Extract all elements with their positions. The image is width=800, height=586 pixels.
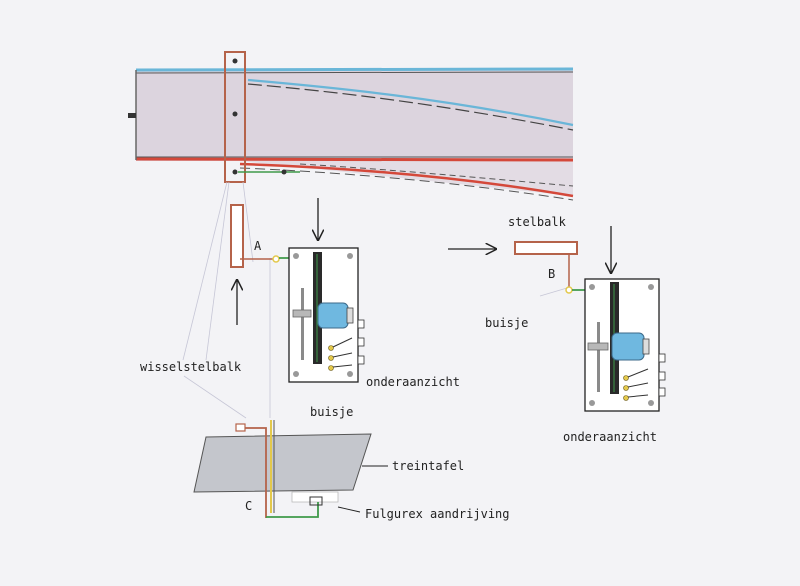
drive-terminal-bottom (658, 387, 666, 397)
label-a: A (254, 239, 262, 253)
drive-worm-gear (587, 342, 609, 351)
throw-rod-pin (281, 169, 287, 175)
drive-motor-cap (642, 338, 650, 355)
arrows (237, 198, 611, 513)
fulgurex-drive-left (288, 247, 365, 383)
guide-line (183, 375, 247, 419)
diverging-track-bed (240, 161, 573, 196)
drive-corner-screw (589, 284, 595, 290)
drive-terminal-top (658, 353, 666, 363)
drive-switch-arm (332, 337, 353, 348)
drive-corner-screw (648, 284, 654, 290)
throw-bar-pin-middle (232, 111, 238, 117)
track-end-stub (128, 113, 136, 118)
throw-bar-pin-bottom (232, 169, 238, 175)
throw-bar (224, 51, 246, 183)
drive-motor (317, 302, 349, 329)
label-onderaanzicht-right: onderaanzicht (563, 430, 657, 444)
rail-straight-top-dark (135, 71, 574, 74)
switch-blade-upper (247, 78, 574, 127)
view-c (193, 420, 372, 518)
guide-line (539, 287, 568, 297)
drive-terminal-bottom (357, 355, 365, 365)
drive-contact (328, 355, 334, 361)
drive-switch-arm (627, 368, 649, 378)
drive-corner-screw (293, 253, 299, 259)
drive-contact (623, 375, 629, 381)
rail-straight-bottom (135, 157, 574, 162)
drive-contact (623, 395, 629, 401)
guide-lines (182, 181, 568, 419)
label-buisje-right: buisje (485, 316, 529, 330)
label-wisselstelbalk: wisselstelbalk (140, 360, 242, 374)
switch-blade-upper-dark (247, 83, 574, 131)
guide-line (242, 181, 254, 263)
label-aandrijving: Fulgurex aandrijving (365, 507, 510, 521)
label-treintafel: treintafel (392, 459, 465, 473)
drive-contact (328, 365, 334, 371)
track-bed (136, 69, 573, 161)
label-onderaanzicht-left: onderaanzicht (366, 375, 460, 389)
drive-switch-arm (332, 352, 353, 358)
label-stelbalk: stelbalk (508, 215, 566, 229)
leader-aandrijving (337, 506, 361, 513)
drive-corner-screw (589, 400, 595, 406)
guide-line (205, 181, 230, 361)
drive-corner-screw (347, 371, 353, 377)
drive-corner-screw (293, 371, 299, 377)
guide-line (182, 181, 228, 361)
drive-bracket (309, 496, 323, 506)
label-b: B (548, 267, 556, 281)
drive-motor (611, 332, 645, 361)
drive-switch-arm (627, 394, 649, 398)
drive-corner-screw (347, 253, 353, 259)
drive-wire-green (266, 502, 319, 518)
diverging-rail-lower-dark (239, 167, 574, 201)
view-b (514, 241, 612, 294)
buisje-b (565, 286, 573, 294)
drive-switch-arm (627, 382, 649, 388)
drive-terminal-top (357, 319, 365, 329)
drive-slider-pointer (301, 288, 304, 360)
drive-contact (328, 345, 334, 351)
treintafel-board (193, 433, 372, 493)
drive-motor-cap (346, 307, 354, 324)
buisje-a (272, 255, 280, 263)
drive-worm-gear (292, 309, 312, 318)
drive-terminal-middle (357, 337, 365, 347)
drive-corner-screw (648, 400, 654, 406)
drive-terminal-middle (658, 371, 666, 381)
drive-contact (623, 385, 629, 391)
label-buisje-bottom: buisje (310, 405, 354, 419)
throw-rod-red (236, 427, 267, 518)
throw-rod-clip (235, 423, 246, 432)
diverging-rail-lower (239, 162, 574, 198)
throw-bar-pin-top (232, 58, 238, 64)
turnout-track (128, 51, 574, 201)
label-c: C (245, 499, 253, 513)
wisselstelbalk-bar (230, 204, 244, 268)
stelbalk-bar (514, 241, 578, 255)
rail-straight-top (135, 67, 574, 72)
drive-switch-arm (332, 364, 353, 368)
fulgurex-drive-right (584, 278, 666, 412)
drive-slider-pointer (597, 322, 600, 392)
